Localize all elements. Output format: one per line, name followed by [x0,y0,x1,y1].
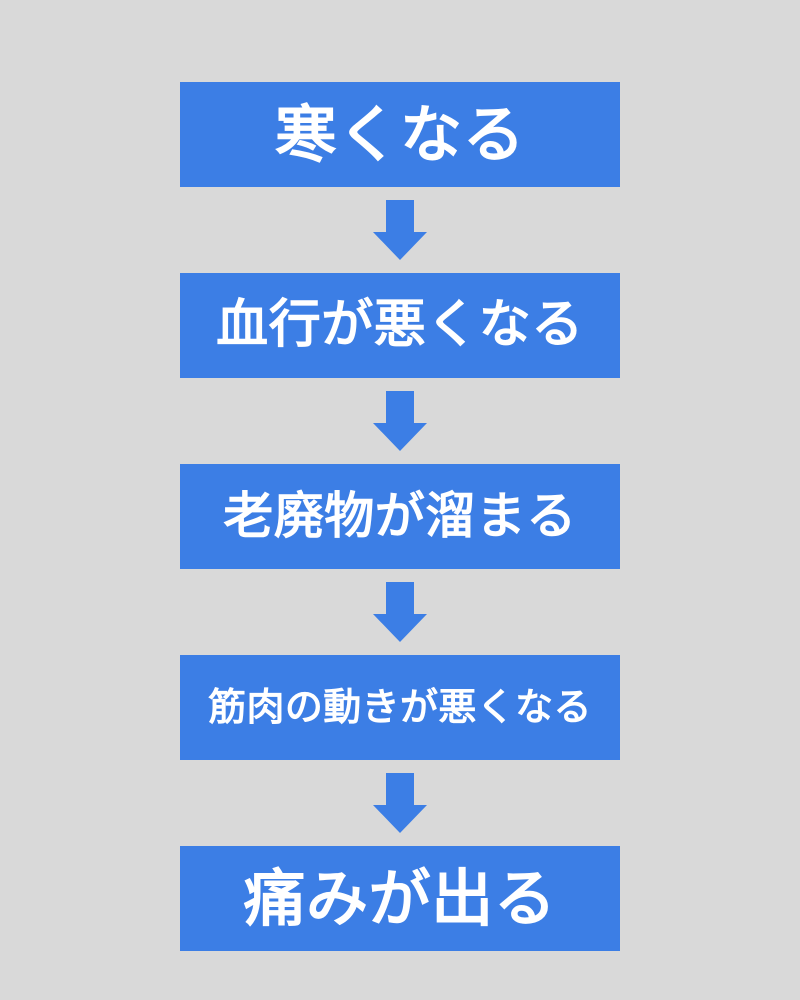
flow-step-1: 寒くなる [180,82,620,187]
flow-step-4-label: 筋肉の動きが悪くなる [208,684,592,729]
flow-step-5-label: 痛みが出る [243,861,557,935]
flow-step-2: 血行が悪くなる [180,273,620,378]
flow-step-4: 筋肉の動きが悪くなる [180,655,620,760]
arrow-down-icon-3 [373,582,427,642]
arrow-down-icon-4 [373,773,427,833]
arrow-down-icon-1 [373,200,427,260]
flow-step-1-label: 寒くなる [274,97,526,171]
flow-step-2-label: 血行が悪くなる [216,295,584,356]
flow-step-3: 老廃物が溜まる [180,464,620,569]
flow-step-3-label: 老廃物が溜まる [223,487,577,546]
arrow-down-icon-2 [373,391,427,451]
flow-step-5: 痛みが出る [180,846,620,951]
